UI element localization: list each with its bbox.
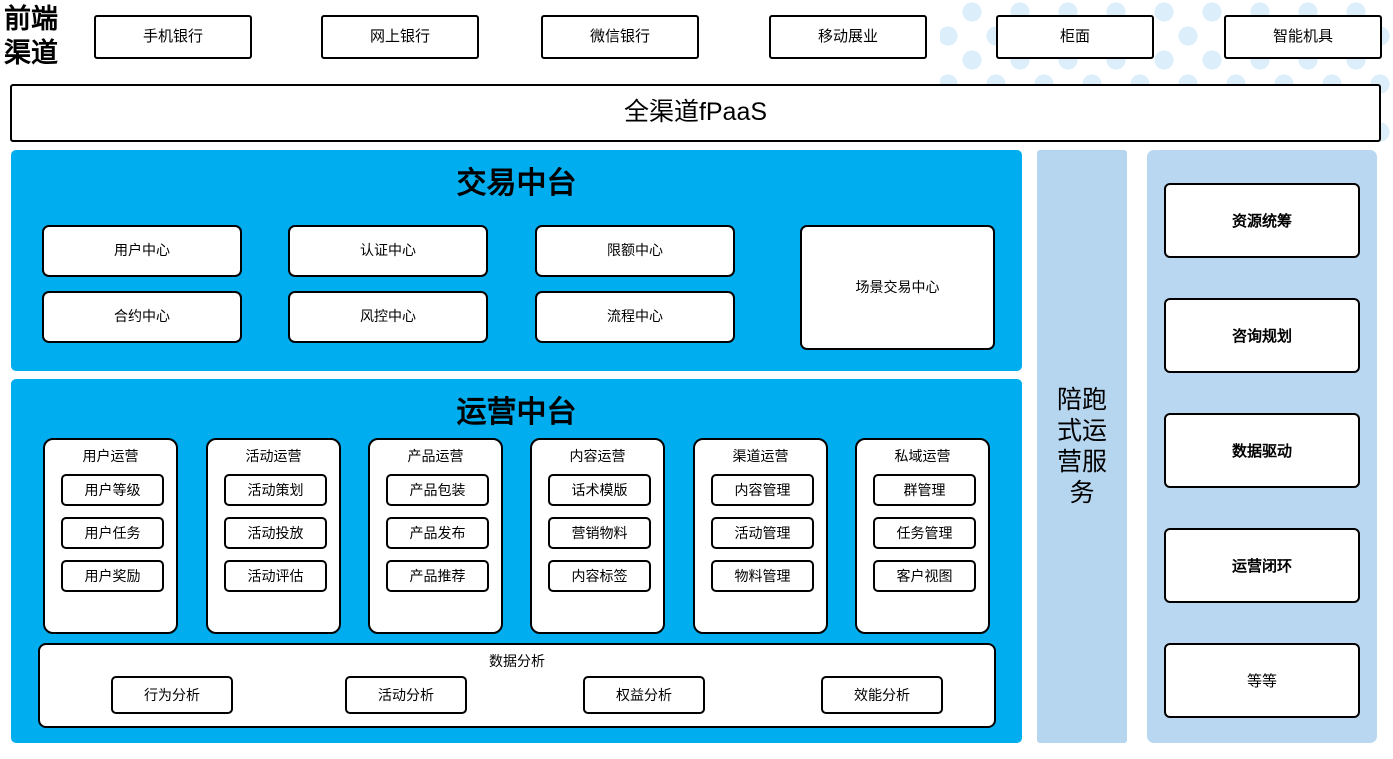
chip-label: 行为分析 (144, 687, 200, 703)
ops-column-content-ops: 内容运营 话术模版 营销物料 内容标签 (530, 438, 665, 634)
trade-chip-label: 限额中心 (607, 242, 663, 259)
ops-column-title: 产品运营 (407, 448, 464, 464)
capability-label: 数据驱动 (1231, 443, 1292, 460)
ops-item[interactable]: 话术模版 (548, 474, 651, 506)
front-channel-label: 前端 渠道 (4, 2, 88, 72)
chip-label: 活动分析 (378, 687, 434, 703)
ops-center-title: 运营中台 (456, 396, 577, 429)
channel-chip-internet-bank[interactable]: 网上银行 (321, 15, 479, 59)
ops-column-title: 内容运营 (569, 448, 626, 464)
channel-chip-mobile-field[interactable]: 移动展业 (769, 15, 927, 59)
ops-column-title: 渠道运营 (732, 448, 789, 464)
ops-item[interactable]: 内容管理 (711, 474, 814, 506)
ops-item[interactable]: 物料管理 (711, 560, 814, 592)
ops-column-title: 活动运营 (245, 448, 302, 464)
ops-item[interactable]: 营销物料 (548, 517, 651, 549)
channel-label: 智能机具 (1272, 27, 1333, 45)
capability-label: 资源统筹 (1231, 213, 1292, 230)
channel-chip-counter[interactable]: 柜面 (996, 15, 1154, 59)
data-analysis-box: 数据分析 行为分析 活动分析 权益分析 效能分析 (38, 643, 996, 728)
trade-chip-scene-trade-center[interactable]: 场景交易中心 (800, 225, 995, 350)
trade-chip-riskctrl-center[interactable]: 风控中心 (288, 291, 488, 343)
capability-item-operation-closed-loop[interactable]: 运营闭环 (1164, 528, 1360, 603)
ops-center-panel: 运营中台 用户运营 用户等级 用户任务 用户奖励 活动运营 活动策划 活动投放 … (11, 379, 1022, 743)
ops-column-channel-ops: 渠道运营 内容管理 活动管理 物料管理 (693, 438, 828, 634)
fpaas-bar[interactable]: 全渠道fPaaS (10, 84, 1381, 142)
channel-label: 手机银行 (142, 27, 203, 45)
ops-item[interactable]: 用户任务 (61, 517, 164, 549)
ops-column-product-ops: 产品运营 产品包装 产品发布 产品推荐 (368, 438, 503, 634)
data-analysis-chip-activity[interactable]: 活动分析 (345, 676, 467, 714)
ops-column-title: 用户运营 (82, 448, 139, 464)
chip-label: 效能分析 (854, 687, 910, 703)
capability-item-consulting-planning[interactable]: 咨询规划 (1164, 298, 1360, 373)
capability-item-etc[interactable]: 等等 (1164, 643, 1360, 718)
ops-item[interactable]: 活动投放 (224, 517, 327, 549)
ops-item[interactable]: 产品包装 (386, 474, 489, 506)
ops-column-title: 私域运营 (894, 448, 951, 464)
trade-center-panel: 交易中台 用户中心 认证中心 限额中心 合约中心 风控中心 流程中心 场景交易中… (11, 150, 1022, 371)
channel-chip-wechat-bank[interactable]: 微信银行 (541, 15, 699, 59)
channel-label: 柜面 (1059, 27, 1090, 45)
trade-chip-contract-center[interactable]: 合约中心 (42, 291, 242, 343)
data-analysis-chip-equity[interactable]: 权益分析 (583, 676, 705, 714)
ops-item[interactable]: 用户奖励 (61, 560, 164, 592)
trade-chip-label: 流程中心 (607, 308, 663, 325)
channel-label: 移动展业 (817, 27, 878, 45)
ops-item[interactable]: 活动管理 (711, 517, 814, 549)
trade-chip-limit-center[interactable]: 限额中心 (535, 225, 735, 277)
trade-center-title: 交易中台 (456, 167, 577, 200)
capability-item-data-driven[interactable]: 数据驱动 (1164, 413, 1360, 488)
capability-label: 咨询规划 (1231, 328, 1292, 345)
ops-item[interactable]: 产品发布 (386, 517, 489, 549)
ops-item[interactable]: 产品推荐 (386, 560, 489, 592)
ops-item[interactable]: 任务管理 (873, 517, 976, 549)
ops-item[interactable]: 活动策划 (224, 474, 327, 506)
trade-chip-label: 合约中心 (114, 308, 170, 325)
capability-label: 等等 (1246, 673, 1277, 690)
channel-chip-smart-machine[interactable]: 智能机具 (1224, 15, 1382, 59)
channel-label: 微信银行 (589, 27, 650, 45)
trade-chip-user-center[interactable]: 用户中心 (42, 225, 242, 277)
capability-label: 运营闭环 (1231, 558, 1292, 575)
ops-item[interactable]: 用户等级 (61, 474, 164, 506)
ops-item[interactable]: 活动评估 (224, 560, 327, 592)
front-channel-label-line1: 前端 (4, 4, 58, 34)
capability-panel: 资源统筹 咨询规划 数据驱动 运营闭环 等等 (1147, 150, 1377, 743)
ops-item[interactable]: 群管理 (873, 474, 976, 506)
channel-chip-mobile-bank[interactable]: 手机银行 (94, 15, 252, 59)
trade-chip-label: 用户中心 (114, 242, 170, 259)
trade-chip-label: 风控中心 (360, 308, 416, 325)
chip-label: 权益分析 (616, 687, 672, 703)
ops-column-user-ops: 用户运营 用户等级 用户任务 用户奖励 (43, 438, 178, 634)
accompanying-operation-service-panel: 陪跑式运营服务 (1037, 150, 1127, 743)
trade-chip-process-center[interactable]: 流程中心 (535, 291, 735, 343)
accompanying-operation-service-label: 陪跑式运营服务 (1056, 385, 1107, 507)
ops-column-activity-ops: 活动运营 活动策划 活动投放 活动评估 (206, 438, 341, 634)
trade-chip-label: 认证中心 (360, 242, 416, 259)
channel-label: 网上银行 (369, 27, 430, 45)
ops-item[interactable]: 客户视图 (873, 560, 976, 592)
front-channel-label-line2: 渠道 (4, 38, 58, 68)
data-analysis-chip-behavior[interactable]: 行为分析 (111, 676, 233, 714)
ops-column-private-ops: 私域运营 群管理 任务管理 客户视图 (855, 438, 990, 634)
trade-chip-label: 场景交易中心 (855, 278, 940, 295)
capability-item-resource-coordination[interactable]: 资源统筹 (1164, 183, 1360, 258)
data-analysis-title: 数据分析 (489, 653, 545, 669)
data-analysis-chip-efficiency[interactable]: 效能分析 (821, 676, 943, 714)
trade-chip-auth-center[interactable]: 认证中心 (288, 225, 488, 277)
fpaas-label: 全渠道fPaaS (623, 98, 768, 127)
ops-item[interactable]: 内容标签 (548, 560, 651, 592)
